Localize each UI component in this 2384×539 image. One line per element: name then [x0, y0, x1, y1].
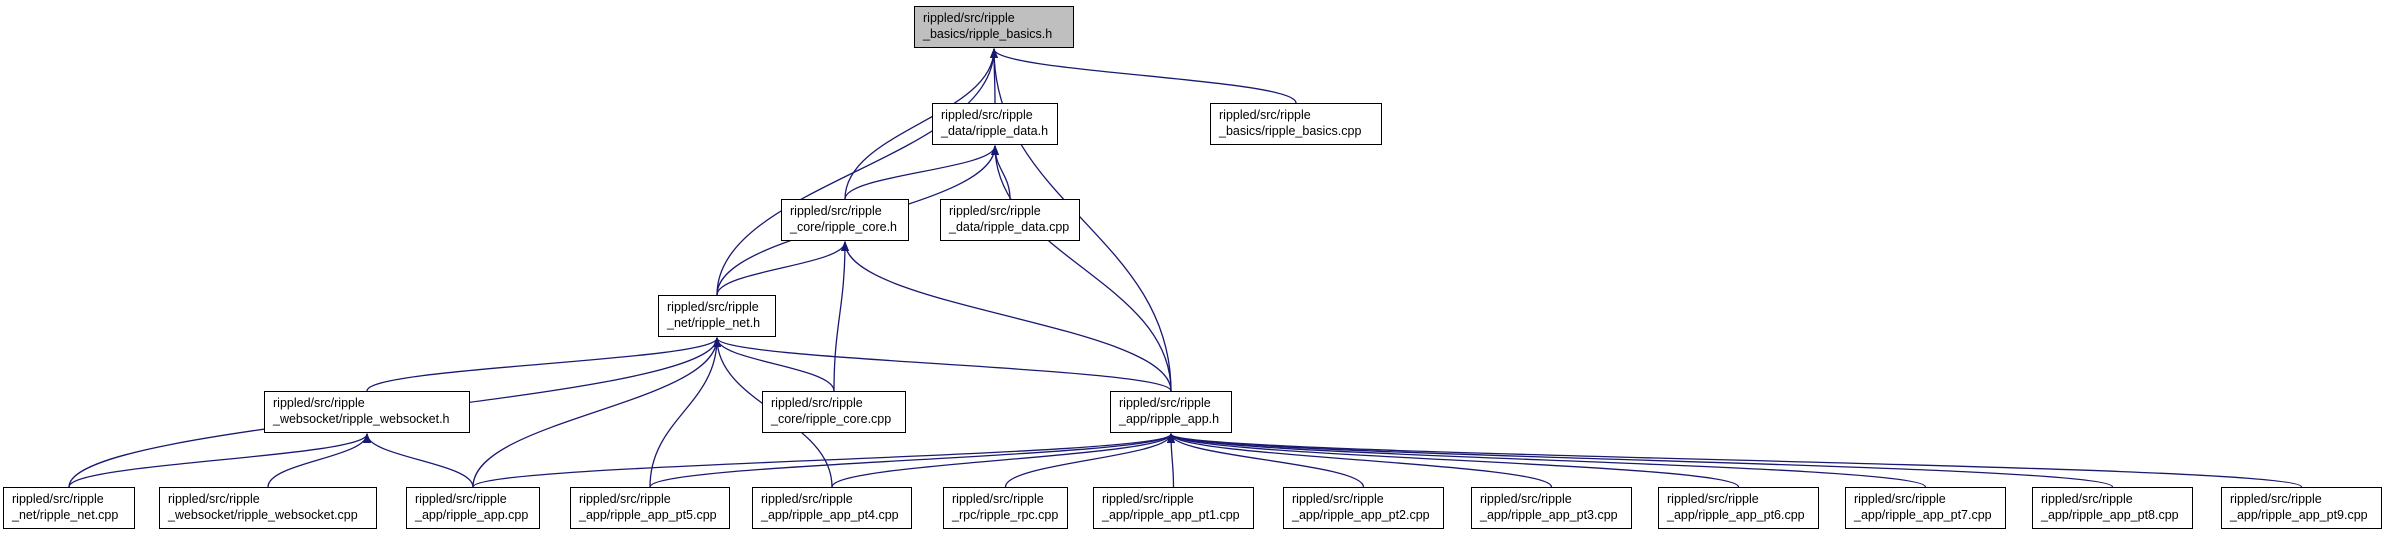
node-label-line: _core/ripple_core.cpp [771, 412, 892, 426]
node-pt4[interactable]: rippled/src/ripple _app/ripple_app_pt4.cp… [752, 487, 912, 529]
node-label-line: rippled/src/ripple [771, 396, 863, 410]
node-pt3[interactable]: rippled/src/ripple _app/ripple_app_pt3.cp… [1471, 487, 1632, 529]
edge-app-cpp-to-app-h [472, 433, 1175, 488]
node-label-line: rippled/src/ripple [1219, 108, 1311, 122]
edge-net-h-to-core-h [716, 241, 849, 296]
node-label-line: rippled/src/ripple [1292, 492, 1384, 506]
node-label-line: _basics/ripple_basics.h [923, 27, 1053, 41]
node-pt7[interactable]: rippled/src/ripple _app/ripple_app_pt7.cp… [1845, 487, 2006, 529]
node-label-line: _websocket/ripple_websocket.h [273, 412, 450, 426]
node-pt8[interactable]: rippled/src/ripple _app/ripple_app_pt8.cp… [2032, 487, 2193, 529]
node-label-line: rippled/src/ripple [1102, 492, 1194, 506]
edge-core-cpp-to-core-h [833, 241, 849, 392]
node-pt9[interactable]: rippled/src/ripple _app/ripple_app_pt9.cp… [2221, 487, 2382, 529]
node-ws-cpp[interactable]: rippled/src/ripple _websocket/ripple_webs… [159, 487, 377, 529]
node-label-line: _app/ripple_app_pt5.cpp [579, 508, 717, 522]
edge-pt5-to-app-h [649, 433, 1175, 488]
node-net-h[interactable]: rippled/src/ripple _net/ripple_net.h [658, 295, 776, 337]
node-label-line: rippled/src/ripple [2041, 492, 2133, 506]
edge-net-cpp-to-ws-h [68, 433, 371, 488]
edge-app-cpp-to-ws-h [363, 433, 474, 488]
node-label-line: _core/ripple_core.h [790, 220, 898, 234]
node-label-line: rippled/src/ripple [579, 492, 671, 506]
node-label-line: _data/ripple_data.h [941, 124, 1049, 138]
node-label-line: rippled/src/ripple [923, 11, 1015, 25]
edge-net-h-to-basics-h [716, 48, 998, 296]
node-app-cpp[interactable]: rippled/src/ripple _app/ripple_app.cpp [406, 487, 540, 529]
node-label-line: _net/ripple_net.cpp [12, 508, 119, 522]
node-label-line: _app/ripple_app_pt6.cpp [1667, 508, 1805, 522]
node-basics-cpp[interactable]: rippled/src/ripple _basics/ripple_basics.… [1210, 103, 1382, 145]
node-core-cpp[interactable]: rippled/src/ripple _core/ripple_core.cpp [762, 391, 906, 433]
node-label-line: _rpc/ripple_rpc.cpp [952, 508, 1059, 522]
node-label-line: _app/ripple_app_pt2.cpp [1292, 508, 1430, 522]
node-label-line: rippled/src/ripple [415, 492, 507, 506]
edge-pt8-to-app-h [1167, 433, 2114, 488]
edge-basics-cpp-to-basics-h [990, 48, 1297, 104]
edge-pt3-to-app-h [1167, 433, 1553, 488]
edge-app-cpp-to-net-h [472, 337, 721, 488]
node-label-line: rippled/src/ripple [2230, 492, 2322, 506]
node-rpc-cpp[interactable]: rippled/src/ripple _rpc/ripple_rpc.cpp [943, 487, 1068, 529]
node-label-line: rippled/src/ripple [168, 492, 260, 506]
edge-pt4-to-app-h [831, 433, 1175, 488]
node-label-line: _app/ripple_app_pt1.cpp [1102, 508, 1240, 522]
edge-ws-h-to-net-h [366, 337, 721, 392]
node-label-line: _app/ripple_app_pt8.cpp [2041, 508, 2179, 522]
node-core-h[interactable]: rippled/src/ripple _core/ripple_core.h [781, 199, 909, 241]
node-label-line: _app/ripple_app_pt9.cpp [2230, 508, 2368, 522]
edge-pt9-to-app-h [1167, 433, 2303, 488]
node-pt6[interactable]: rippled/src/ripple _app/ripple_app_pt6.cp… [1658, 487, 1819, 529]
node-label-line: _app/ripple_app.h [1119, 412, 1220, 426]
node-label-line: rippled/src/ripple [12, 492, 104, 506]
edge-pt6-to-app-h [1167, 433, 1740, 488]
node-label-line: rippled/src/ripple [667, 300, 759, 314]
node-label-line: _app/ripple_app_pt4.cpp [761, 508, 899, 522]
node-label-line: rippled/src/ripple [1667, 492, 1759, 506]
node-net-cpp[interactable]: rippled/src/ripple _net/ripple_net.cpp [3, 487, 135, 529]
node-data-cpp[interactable]: rippled/src/ripple _data/ripple_data.cpp [940, 199, 1080, 241]
node-label-line: rippled/src/ripple [1854, 492, 1946, 506]
node-label-line: _websocket/ripple_websocket.cpp [168, 508, 358, 522]
node-label-line: _app/ripple_app.cpp [415, 508, 529, 522]
node-label-line: rippled/src/ripple [941, 108, 1033, 122]
node-app-h[interactable]: rippled/src/ripple _app/ripple_app.h [1110, 391, 1232, 433]
edge-pt7-to-app-h [1167, 433, 1927, 488]
edge-core-h-to-data-h [844, 145, 999, 200]
edge-pt5-to-net-h [649, 337, 721, 488]
edge-ws-cpp-to-ws-h [267, 433, 371, 488]
node-label-line: _app/ripple_app_pt7.cpp [1854, 508, 1992, 522]
edge-app-h-to-core-h [841, 241, 1172, 392]
edge-app-h-to-net-h [713, 337, 1172, 392]
node-label-line: rippled/src/ripple [949, 204, 1041, 218]
node-basics-h[interactable]: rippled/src/ripple _basics/ripple_basics.… [914, 6, 1074, 48]
edge-rpc-cpp-to-app-h [1004, 433, 1175, 488]
node-label-line: _data/ripple_data.cpp [949, 220, 1070, 234]
node-label-line: rippled/src/ripple [761, 492, 853, 506]
node-label-line: rippled/src/ripple [1119, 396, 1211, 410]
edge-core-cpp-to-net-h [713, 337, 835, 392]
edge-pt2-to-app-h [1167, 433, 1365, 488]
node-label-line: _basics/ripple_basics.cpp [1219, 124, 1362, 138]
node-data-h[interactable]: rippled/src/ripple _data/ripple_data.h [932, 103, 1058, 145]
node-label-line: _app/ripple_app_pt3.cpp [1480, 508, 1618, 522]
node-label-line: rippled/src/ripple [1480, 492, 1572, 506]
edge-core-h-to-basics-h [844, 48, 998, 200]
node-label-line: _net/ripple_net.h [667, 316, 761, 330]
node-pt1[interactable]: rippled/src/ripple _app/ripple_app_pt1.cp… [1093, 487, 1254, 529]
node-label-line: rippled/src/ripple [790, 204, 882, 218]
node-ws-h[interactable]: rippled/src/ripple _websocket/ripple_webs… [264, 391, 470, 433]
node-label-line: rippled/src/ripple [273, 396, 365, 410]
node-pt5[interactable]: rippled/src/ripple _app/ripple_app_pt5.cp… [570, 487, 730, 529]
node-pt2[interactable]: rippled/src/ripple _app/ripple_app_pt2.cp… [1283, 487, 1444, 529]
edge-app-h-to-data-h [991, 145, 1172, 392]
node-label-line: rippled/src/ripple [952, 492, 1044, 506]
